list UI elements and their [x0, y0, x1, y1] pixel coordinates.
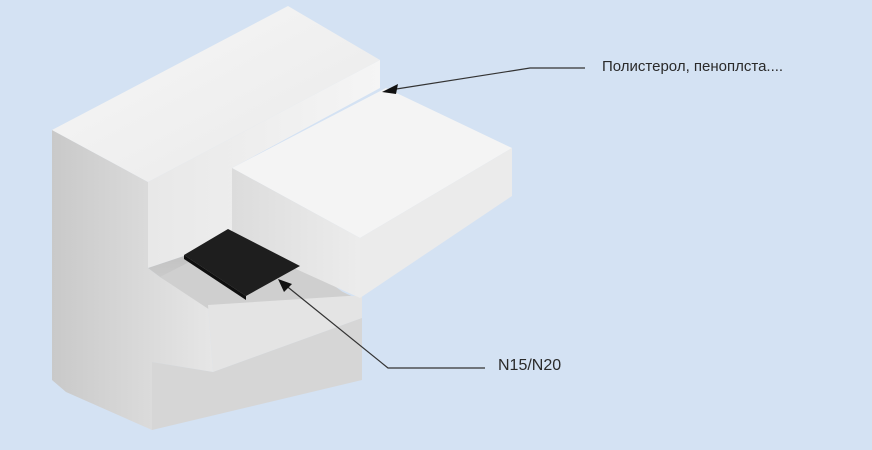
insulation-slab [232, 88, 512, 298]
elastic-pad-edge [184, 255, 246, 300]
slab-right-face [360, 148, 512, 298]
wall-top-face [52, 6, 380, 182]
leader-line-pad [283, 283, 485, 369]
label-insulation: Полистерол, пеноплста.... [602, 58, 784, 75]
wall-front-face [52, 130, 213, 430]
ledge-front-face [208, 296, 362, 372]
label-pad: N15/N20 [498, 357, 562, 374]
leader-line-insulation [389, 67, 585, 91]
wall-lower-right-face [152, 318, 362, 430]
slab-front-face [232, 168, 360, 298]
leader-pad [278, 279, 485, 369]
slab-top-face [232, 88, 512, 238]
wall-upper-right-face [148, 60, 380, 268]
leader-insulation [382, 67, 585, 94]
arrowhead-pad [278, 279, 292, 292]
elastic-pad [184, 229, 300, 296]
arrowhead-insulation [382, 84, 398, 94]
